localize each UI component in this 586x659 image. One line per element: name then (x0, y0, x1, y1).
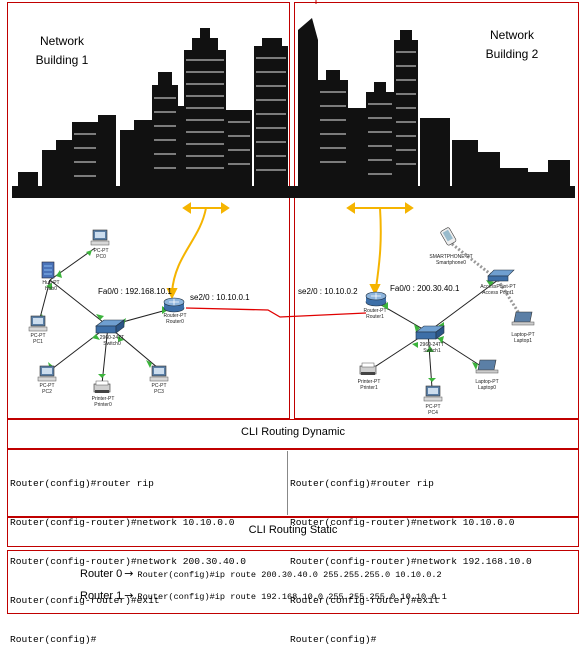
access-point1-icon (487, 269, 515, 282)
skyline-windows (74, 51, 416, 177)
building-2-frame (294, 2, 579, 419)
right-arrow-icon: → (124, 567, 134, 580)
building-1-label-line1: Network (39, 34, 84, 48)
router1-fa-label: Fa0/0 : 200.30.40.1 (390, 284, 460, 293)
cli-line: Router(config-router)#network 192.168.10… (290, 556, 532, 567)
static-title-frame (7, 517, 579, 547)
building-1-label: Network Building 1 (26, 32, 98, 70)
network-diagram (12, 0, 575, 402)
right-arrow-icon: → (124, 589, 134, 602)
building-1-label-line2: Building 1 (35, 53, 89, 67)
pc0-icon (90, 229, 110, 246)
serial-link-line (185, 307, 367, 318)
static-row-router1: Router 1→Router(config)#ip route 192.168… (80, 586, 447, 602)
static-cli-frame (7, 550, 579, 614)
cli-line: Router(config-router)#network 10.10.0.0 (10, 517, 235, 528)
building-1-link-arrow-icon (166, 202, 230, 300)
smartphone0-icon (440, 227, 457, 246)
router1-icon (365, 291, 387, 307)
static-row-label: Router 1 (80, 590, 123, 602)
static-row-router0: Router 0→Router(config)#ip route 200.30.… (80, 564, 442, 580)
building-1-links (39, 247, 175, 385)
switch0-icon (95, 319, 125, 334)
laptop0-icon (475, 359, 499, 374)
cli-line: Router(config)#router rip (10, 478, 154, 489)
pc2-icon (37, 365, 57, 382)
pc1-icon (28, 315, 48, 332)
cli-line: Router(config-router)#network 10.10.0.0 (290, 517, 515, 528)
cli-line: Router(config)# (10, 634, 97, 645)
building-2-label-line1: Network (489, 28, 534, 42)
static-row-command: Router(config)#ip route 200.30.40.0 255.… (137, 570, 442, 580)
static-title: CLI Routing Static (248, 524, 338, 536)
pc4-icon (423, 385, 443, 402)
building-2-link-arrow-icon (346, 202, 414, 296)
printer1-icon (359, 362, 377, 375)
switch1-icon (415, 325, 445, 340)
dynamic-cli-right: Router(config)#router rip Router(config-… (290, 451, 532, 659)
dynamic-cli-left: Router(config)#router rip Router(config-… (10, 451, 246, 659)
printer0-icon (93, 380, 111, 393)
dynamic-title-frame (7, 419, 579, 449)
hub0-icon (41, 261, 55, 279)
building-1-frame (7, 2, 290, 419)
router0-se-label: se2/0 : 10.10.0.1 (190, 293, 250, 302)
router1-se-label: se2/0 : 10.10.0.2 (298, 287, 358, 296)
pc3-icon (149, 365, 169, 382)
router0-icon (163, 297, 185, 313)
building-2-label-line2: Building 2 (485, 47, 539, 61)
city-skyline-icon (12, 18, 575, 198)
cli-line: Router(config-router)#exit (10, 595, 160, 606)
dynamic-cli-divider (287, 451, 288, 515)
laptop1-icon (511, 311, 535, 326)
cli-line: Router(config)# (290, 634, 377, 645)
static-row-label: Router 0 (80, 568, 123, 580)
dynamic-cli-frame (7, 449, 579, 517)
cli-line: Router(config)#router rip (290, 478, 434, 489)
cli-line: Router(config-router)#network 200.30.40.… (10, 556, 247, 567)
link-lights (38, 250, 494, 382)
building-2-label: Network Building 2 (476, 26, 548, 64)
dynamic-title: CLI Routing Dynamic (241, 426, 345, 438)
router0-fa-label: Fa0/0 : 192.168.10.1 (98, 287, 172, 296)
static-row-command: Router(config)#ip route 192.168.10.0 255… (137, 592, 447, 602)
cli-line: Router(config-router)#exit (290, 595, 440, 606)
